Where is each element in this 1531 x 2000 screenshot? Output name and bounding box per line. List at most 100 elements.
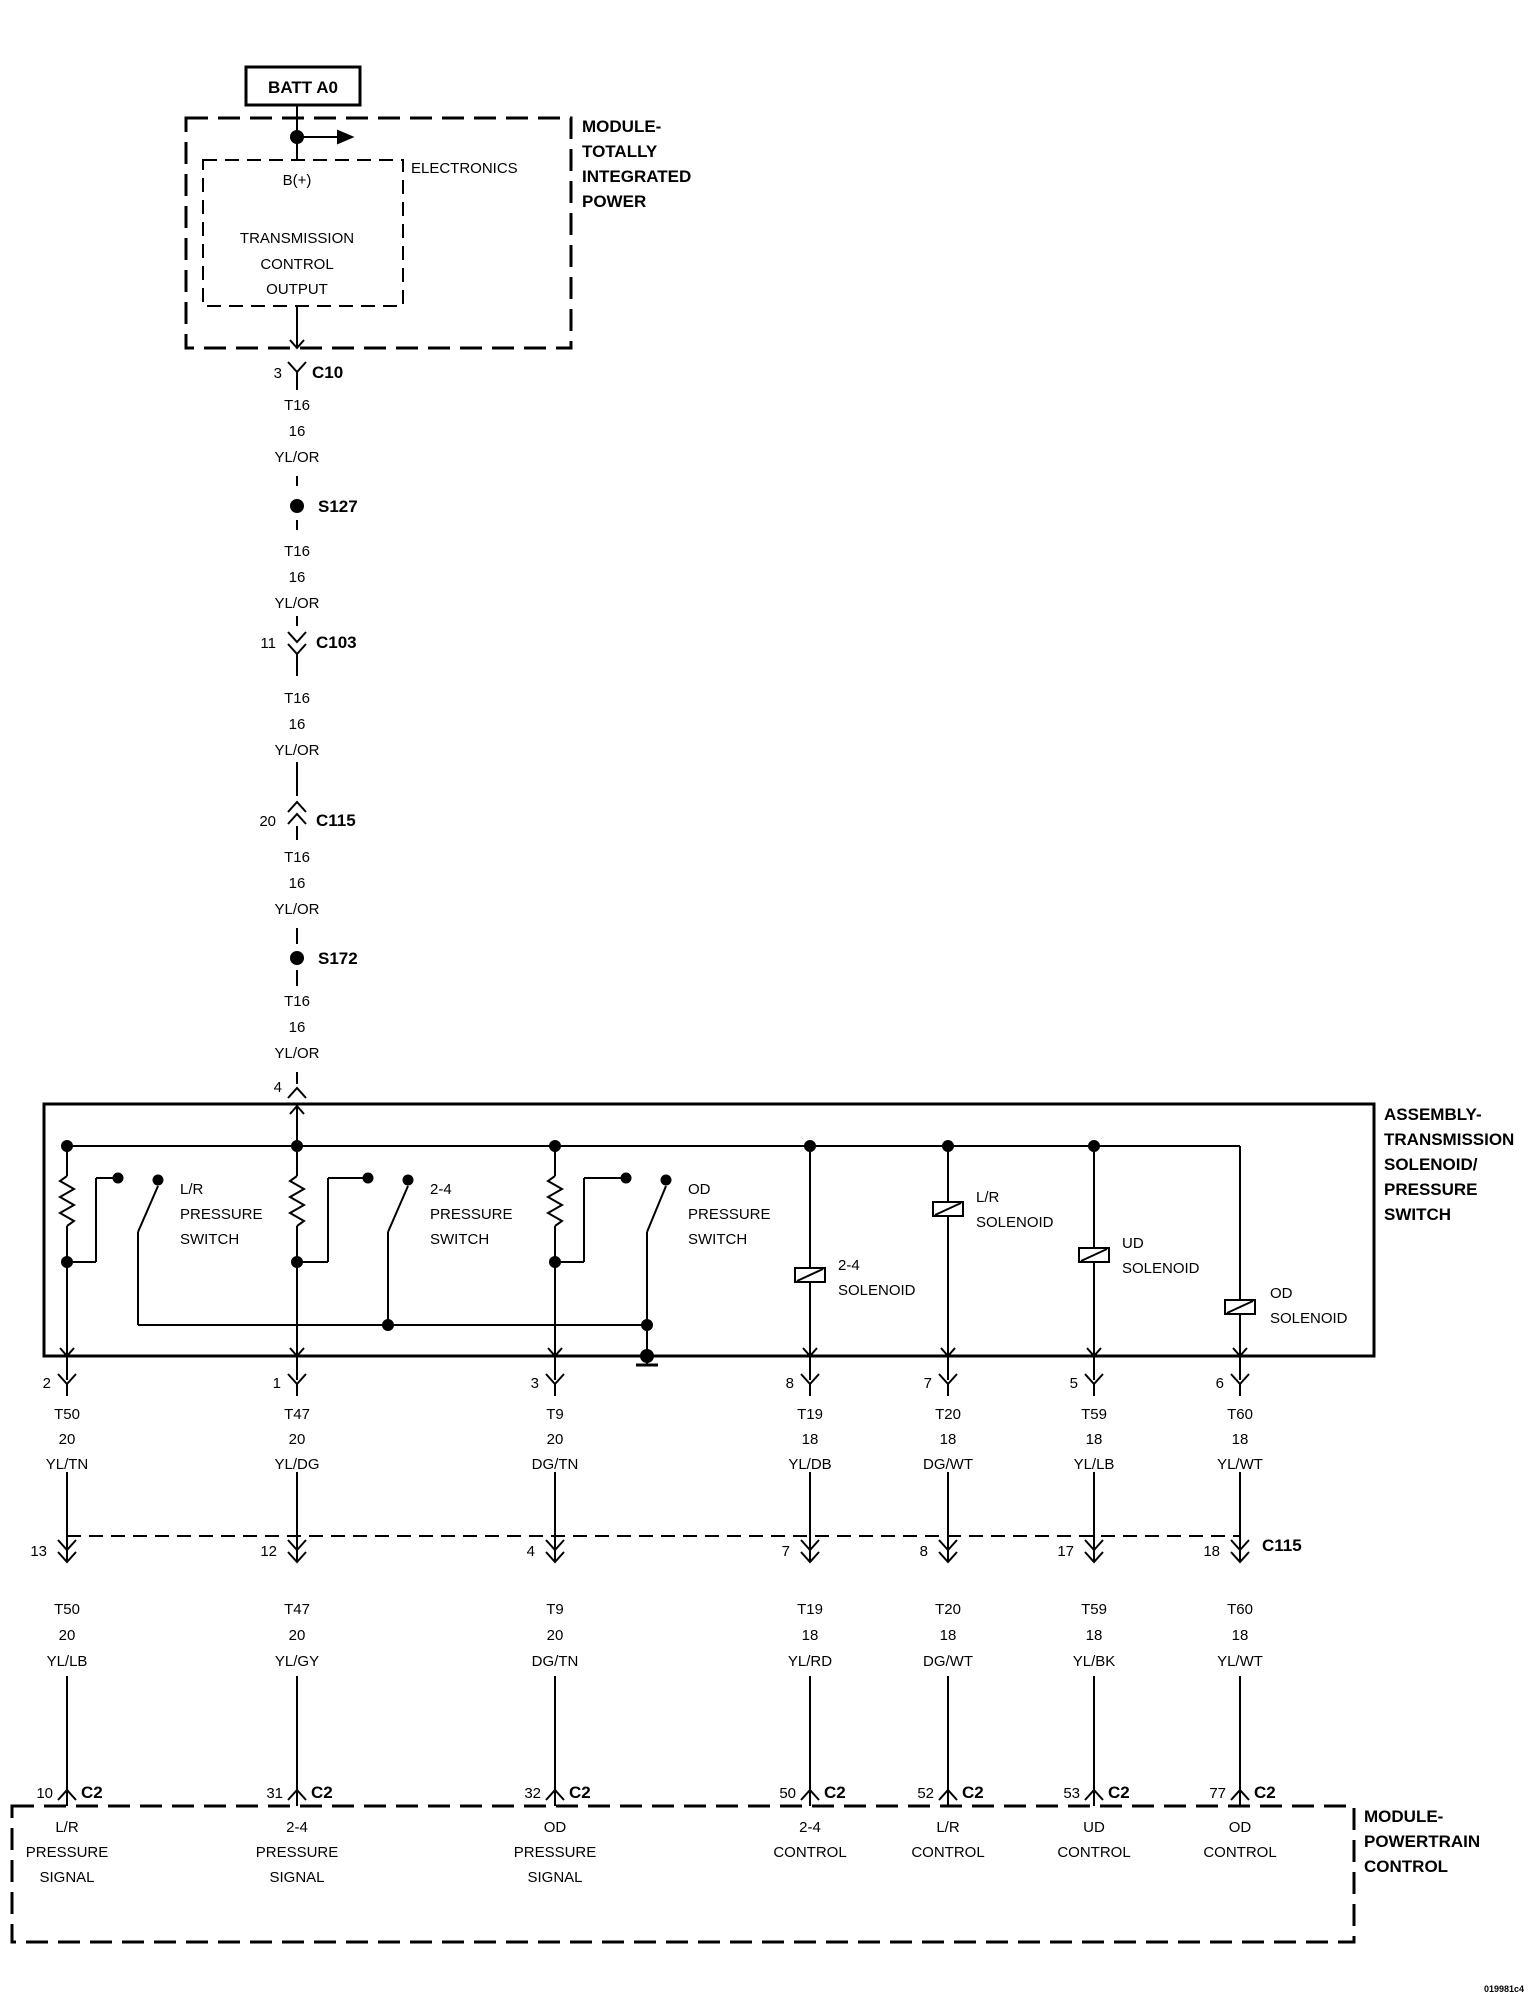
assembly-box: ASSEMBLY- TRANSMISSION SOLENOID/ PRESSUR…	[42, 1102, 1514, 1358]
circuit-4-pcm-label-1: CONTROL	[911, 1844, 984, 1861]
assembly-pin-4: 4	[274, 1079, 307, 1099]
circuit-0-wire-a-color: YL/TN	[46, 1456, 89, 1473]
circuit-5-wire-b-circuit: T59	[1081, 1601, 1107, 1618]
circuit-5-c115-pin: 17	[1057, 1543, 1074, 1560]
circuit-5-wire-a-color: YL/LB	[1074, 1456, 1115, 1473]
splice-s172: S172	[290, 949, 358, 968]
circuit-4-wire-b-circuit: T20	[935, 1601, 961, 1618]
circuit-2-wire-b-color: DG/TN	[532, 1653, 579, 1670]
circuit-4-c115-arrow-1	[938, 1539, 958, 1552]
wire4-gauge: 16	[289, 875, 306, 892]
od-switch-label-3: SWITCH	[688, 1231, 747, 1248]
circuit-1-wire-b-circuit: T47	[284, 1601, 310, 1618]
24-solenoid-label-1: 2-4	[838, 1257, 860, 1274]
solenoid-ud: UD SOLENOID	[1078, 1146, 1200, 1356]
circuit-3-asm-pin: 8	[786, 1375, 794, 1392]
battery-label: BATT A0	[268, 78, 338, 97]
c115-connector-line: C115	[67, 1535, 1302, 1555]
circuit-1-pcm-conn: C2	[311, 1783, 333, 1802]
c10-pin: 3	[274, 365, 282, 382]
circuit-6-pcm-label-1: CONTROL	[1203, 1844, 1276, 1861]
c103-name: C103	[316, 633, 357, 652]
circuit-4-pcm-pin: 52	[917, 1785, 934, 1802]
c115-feed-pin: 20	[259, 813, 276, 830]
connector-c10: 3 C10	[274, 361, 343, 382]
solenoid-od: OD SOLENOID	[1224, 1146, 1348, 1356]
circuit-4-wire-b-gauge: 18	[940, 1627, 957, 1644]
circuit-4-wire-a-circuit: T20	[935, 1406, 961, 1423]
circuit-5-c115-arrow-2	[1084, 1551, 1104, 1564]
c10-name: C10	[312, 363, 343, 382]
c115-feed-name: C115	[316, 811, 356, 830]
circuit-0-wire-b-circuit: T50	[54, 1601, 80, 1618]
lr-solenoid-label-1: L/R	[976, 1189, 1000, 1206]
circuit-0-wire-b-gauge: 20	[59, 1627, 76, 1644]
circuit-1-pcm-label-1: PRESSURE	[256, 1844, 339, 1861]
c115-name: C115	[1262, 1536, 1302, 1555]
circuit-2-asm-pin: 3	[531, 1375, 539, 1392]
circuit-4-c115-arrow-2	[938, 1551, 958, 1564]
connector-c115-feed: 20 C115	[259, 800, 356, 830]
circuit-1-wire-a-color: YL/DG	[274, 1456, 319, 1473]
tipm-title-3: INTEGRATED	[582, 167, 691, 186]
circuit-6-wire-a-circuit: T60	[1227, 1406, 1253, 1423]
circuit-6-wire-b-gauge: 18	[1232, 1627, 1249, 1644]
figure-code: 019981c4	[1484, 1984, 1524, 1994]
s172-name: S172	[318, 949, 358, 968]
wire3-circuit: T16	[284, 690, 310, 707]
wire3-gauge: 16	[289, 716, 306, 733]
circuit-0-pcm-pin: 10	[36, 1785, 53, 1802]
circuit-6-wire-b-circuit: T60	[1227, 1601, 1253, 1618]
assembly-title-5: SWITCH	[1384, 1205, 1451, 1224]
circuit-4-pcm-label-0: L/R	[936, 1819, 960, 1836]
circuit-6-asm-pin: 6	[1216, 1375, 1224, 1392]
circuit-3-wire-a-color: YL/DB	[788, 1456, 831, 1473]
24-switch-label-1: 2-4	[430, 1181, 452, 1198]
circuit-1-pcm-pin: 31	[266, 1785, 283, 1802]
circuit-6-wire-a-color: YL/WT	[1217, 1456, 1263, 1473]
circuit-3-wire-b-circuit: T19	[797, 1601, 823, 1618]
pressure-switch-24: 2-4 PRESSURE SWITCH	[287, 1146, 513, 1356]
circuit-3-wire-a-circuit: T19	[797, 1406, 823, 1423]
wire5-color: YL/OR	[274, 1045, 319, 1062]
circuit-0-pcm-label-1: PRESSURE	[26, 1844, 109, 1861]
circuit-1-pcm-label-2: SIGNAL	[269, 1869, 324, 1886]
ud-solenoid-label-2: SOLENOID	[1122, 1260, 1200, 1277]
tipm-title-1: MODULE-	[582, 117, 661, 136]
circuit-5-wire-a-circuit: T59	[1081, 1406, 1107, 1423]
circuit-1-wire-b-gauge: 20	[289, 1627, 306, 1644]
circuit-2-wire-a-circuit: T9	[546, 1406, 564, 1423]
circuit-5-wire-b-color: YL/BK	[1073, 1653, 1116, 1670]
circuit-3-pcm-label-0: 2-4	[799, 1819, 821, 1836]
s127-name: S127	[318, 497, 358, 516]
assembly-pin: 4	[274, 1079, 282, 1096]
assembly-title-3: SOLENOID/	[1384, 1155, 1478, 1174]
output-label-2: CONTROL	[260, 256, 333, 273]
circuit-4-asm-pin: 7	[924, 1375, 932, 1392]
pcm-title-2: POWERTRAIN	[1364, 1832, 1480, 1851]
circuit-0-wire-a-circuit: T50	[54, 1406, 80, 1423]
solenoid-24: 2-4 SOLENOID	[794, 1146, 916, 1356]
wire2-circuit: T16	[284, 543, 310, 560]
circuit-6-wire-a-gauge: 18	[1232, 1431, 1249, 1448]
circuit-0-wire-b-color: YL/LB	[47, 1653, 88, 1670]
pressure-switch-lr: L/R PRESSURE SWITCH	[57, 1146, 263, 1356]
circuit-5-asm-pin: 5	[1070, 1375, 1078, 1392]
circuit-2-pcm-label-2: SIGNAL	[527, 1869, 582, 1886]
wire4-circuit: T16	[284, 849, 310, 866]
circuit-2-pcm-conn: C2	[569, 1783, 591, 1802]
wire1-circuit: T16	[284, 397, 310, 414]
feed-wire	[289, 306, 305, 1084]
circuit-1-pcm-label-0: 2-4	[286, 1819, 308, 1836]
pcm-title-1: MODULE-	[1364, 1807, 1443, 1826]
circuit-0-pcm-conn: C2	[81, 1783, 103, 1802]
battery-block: BATT A0	[244, 65, 362, 107]
circuit-6-c115-pin: 18	[1203, 1543, 1220, 1560]
assembly-title-1: ASSEMBLY-	[1384, 1105, 1482, 1124]
wire-label-1: T16 16 YL/OR	[274, 397, 319, 466]
wire-label-3: T16 16 YL/OR	[274, 690, 319, 759]
lr-switch-label-3: SWITCH	[180, 1231, 239, 1248]
24-switch-label-2: PRESSURE	[430, 1206, 513, 1223]
circuit-4-c115-pin: 8	[920, 1543, 928, 1560]
